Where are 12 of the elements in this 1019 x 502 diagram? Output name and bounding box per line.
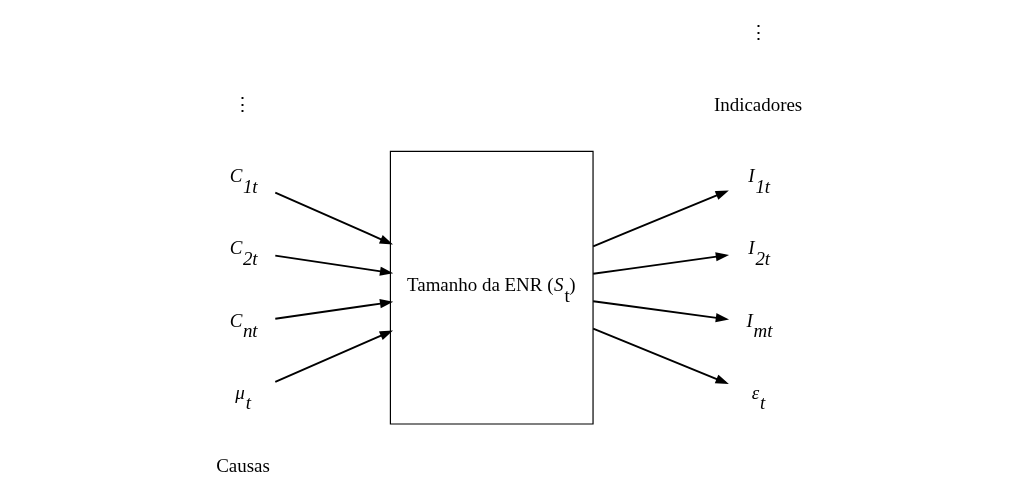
arrow xyxy=(274,330,393,383)
arrow xyxy=(592,327,729,384)
label: Indicadores xyxy=(713,93,803,115)
arrow xyxy=(274,191,393,245)
arrow xyxy=(274,254,394,276)
arrow xyxy=(592,252,730,275)
label: ⋮ xyxy=(748,21,768,43)
arrow xyxy=(274,299,394,320)
arrow xyxy=(592,190,729,248)
label: ⋮ xyxy=(233,93,253,115)
label: Causas xyxy=(216,455,270,477)
arrow xyxy=(592,300,730,323)
